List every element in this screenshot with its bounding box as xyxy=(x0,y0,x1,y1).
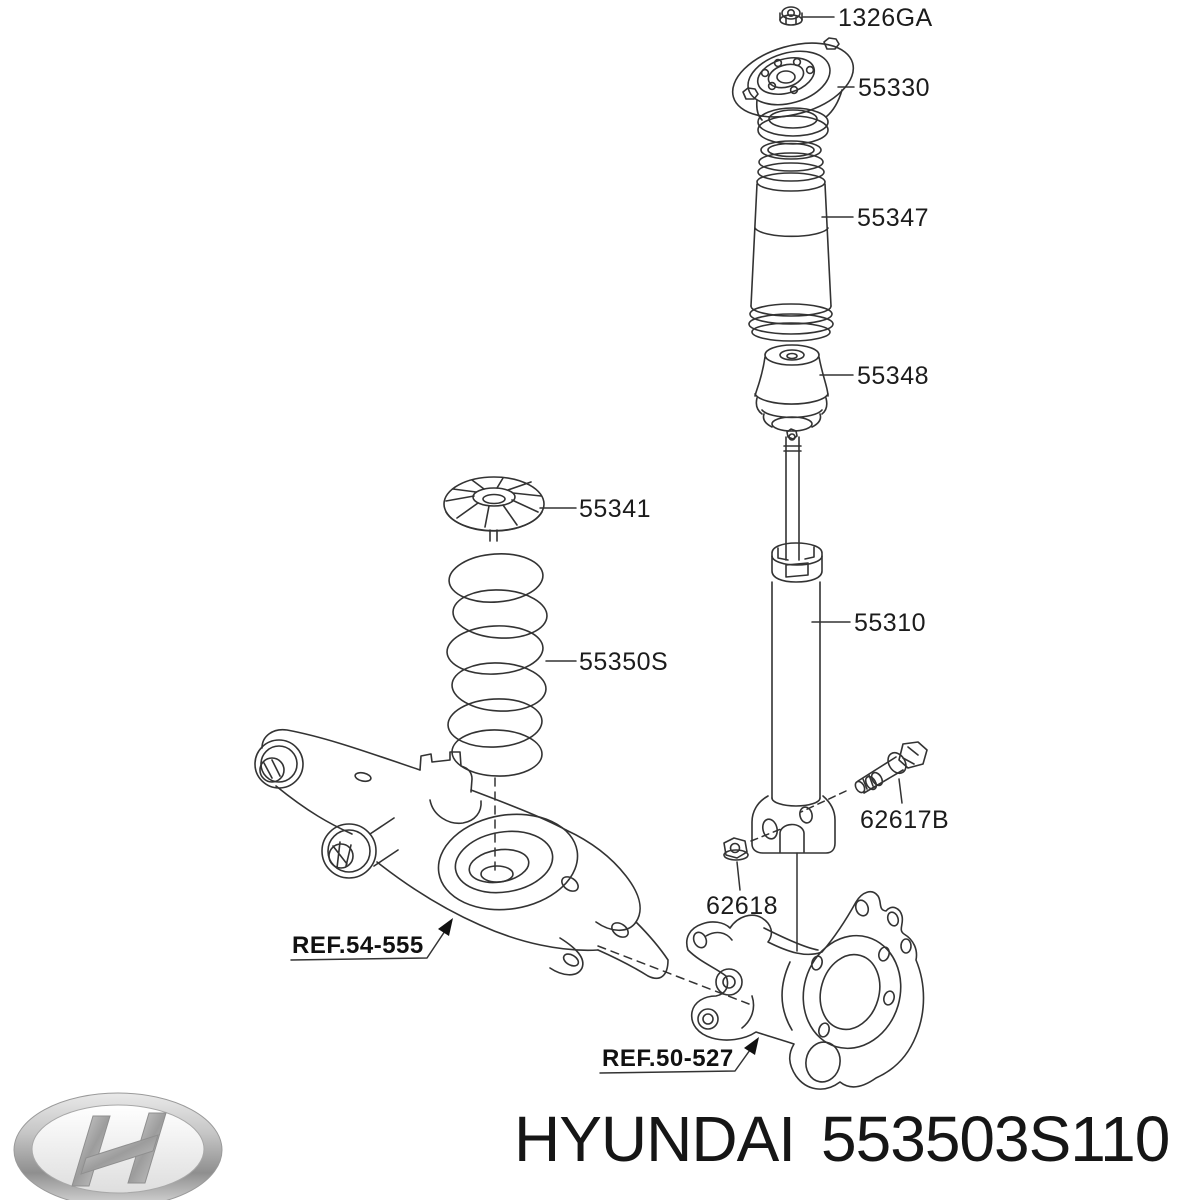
callout-strut-mount: 55330 xyxy=(858,74,931,102)
callout-upper-nut: 1326GA xyxy=(838,4,933,32)
bump-stopper-drawing xyxy=(754,344,829,432)
callout-coil-spring: 55350S xyxy=(579,648,669,676)
spring-seat-drawing xyxy=(443,476,545,542)
shock-absorber-drawing xyxy=(751,428,836,854)
knuckle-drawing xyxy=(686,890,925,1090)
bolt-drawing xyxy=(854,741,928,794)
brand-name: HYUNDAI xyxy=(514,1103,796,1175)
callout-bolt: 62617B xyxy=(860,806,950,834)
ref-lower-arm: REF.54-555 xyxy=(292,932,424,959)
part-number: 553503S110 xyxy=(821,1103,1170,1175)
strut-mount-drawing xyxy=(731,37,855,145)
callout-lower-nut: 62618 xyxy=(706,892,779,920)
footer-caption: HYUNDAI 553503S110 xyxy=(514,1102,1170,1176)
dust-cover-drawing xyxy=(748,140,834,342)
callout-spring-seat: 55341 xyxy=(579,495,652,523)
callout-dust-cover: 55347 xyxy=(857,204,930,232)
upper-nut-drawing xyxy=(779,6,803,26)
lower-arm-drawing xyxy=(254,728,669,980)
hyundai-logo xyxy=(13,1092,223,1200)
callout-bump-stopper: 55348 xyxy=(857,362,930,390)
callout-shock-absorber: 55310 xyxy=(854,609,927,637)
lower-nut-drawing xyxy=(723,837,749,861)
coil-spring-drawing xyxy=(446,553,548,777)
ref-knuckle: REF.50-527 xyxy=(602,1045,734,1072)
leader-lines xyxy=(290,16,903,1074)
